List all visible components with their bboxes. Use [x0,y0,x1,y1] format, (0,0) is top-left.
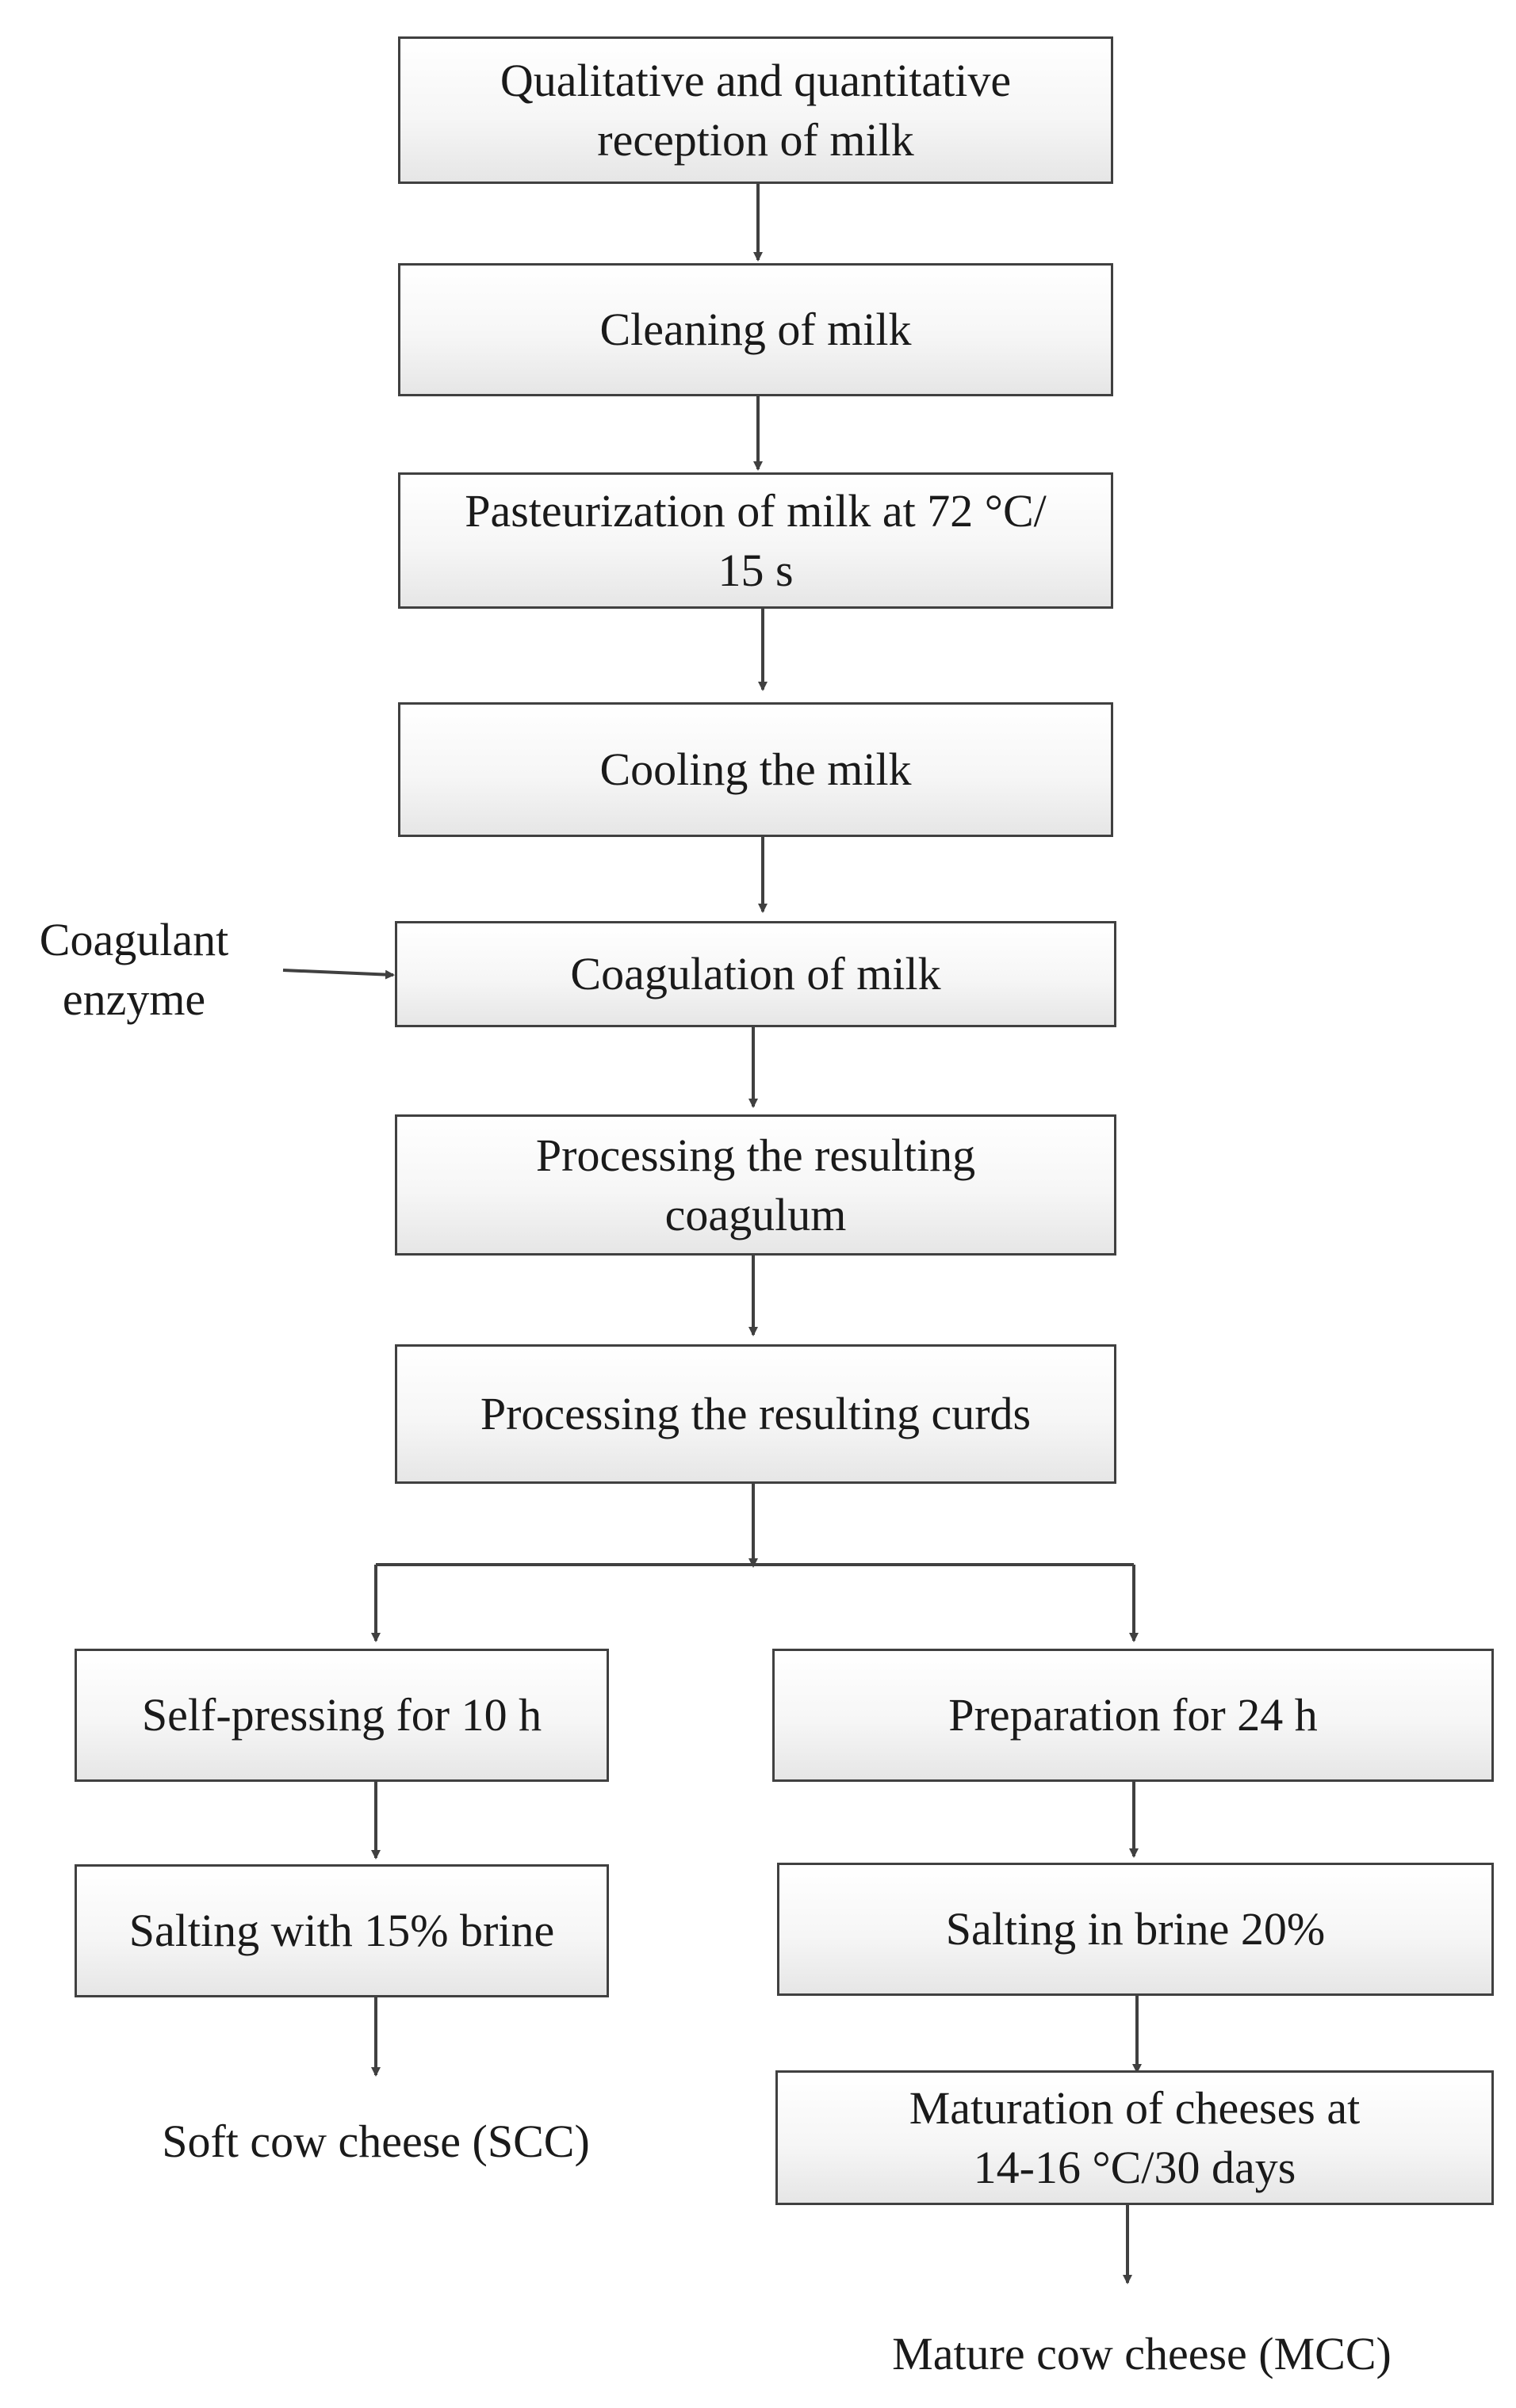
step-processing-curds: Processing the resulting curds [395,1344,1116,1484]
step-reception: Qualitative and quantitative reception o… [398,36,1113,184]
step-processing-coagulum: Processing the resulting coagulum [395,1114,1116,1256]
step-cleaning: Cleaning of milk [398,263,1113,396]
step-pasteurization: Pasteurization of milk at 72 °C/ 15 s [398,472,1113,609]
step-self-pressing: Self-pressing for 10 h [75,1649,609,1782]
step-reception-label: Qualitative and quantitative reception o… [500,54,1012,166]
step-self-pressing-label: Self-pressing for 10 h [141,1689,542,1741]
step-salting-20: Salting in brine 20% [777,1863,1494,1996]
step-processing-coagulum-label: Processing the resulting coagulum [535,1129,976,1240]
step-salting-20-label: Salting in brine 20% [945,1903,1326,1955]
step-maturation: Maturation of cheeses at 14-16 °C/30 day… [775,2070,1494,2205]
step-coagulation: Coagulation of milk [395,921,1116,1027]
input-coagulant-enzyme: Coagulant enzyme [39,914,229,1026]
output-soft-cheese: Soft cow cheese (SCC) [162,2116,590,2167]
step-coagulation-label: Coagulation of milk [570,948,941,1000]
step-cooling-label: Cooling the milk [599,743,912,796]
step-preparation: Preparation for 24 h [772,1649,1494,1782]
step-cooling: Cooling the milk [398,702,1113,837]
arrow-coagulant-to-coagulation [282,969,395,980]
step-cleaning-label: Cleaning of milk [599,304,912,356]
output-mature-cheese: Mature cow cheese (MCC) [892,2328,1392,2379]
step-preparation-label: Preparation for 24 h [948,1689,1318,1741]
step-pasteurization-label: Pasteurization of milk at 72 °C/ 15 s [465,484,1047,596]
step-maturation-label: Maturation of cheeses at 14-16 °C/30 day… [909,2081,1361,2193]
step-salting-15: Salting with 15% brine [75,1864,609,1997]
step-salting-15-label: Salting with 15% brine [128,1905,555,1957]
step-processing-curds-label: Processing the resulting curds [480,1388,1032,1440]
